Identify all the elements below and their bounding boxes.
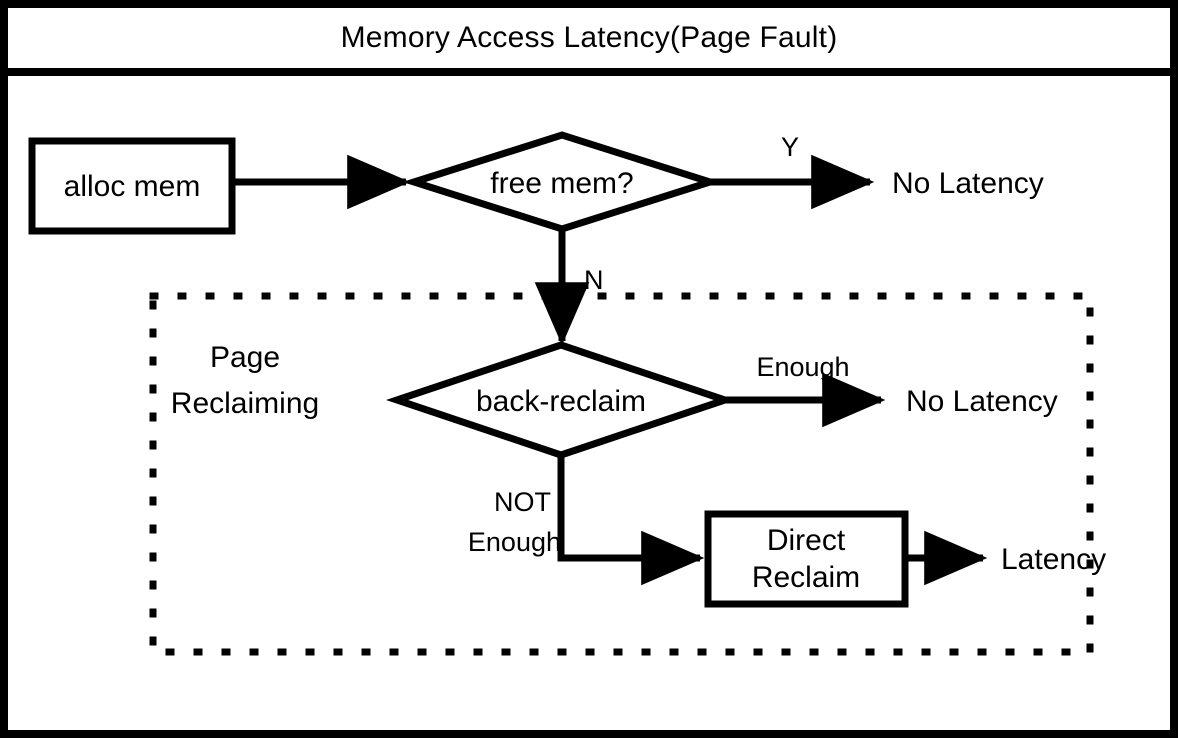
node-alloc-mem-box[interactable] xyxy=(28,137,236,235)
page-reclaiming-group-box xyxy=(149,292,1094,656)
edge-label-yes: Y xyxy=(781,132,799,162)
flowchart-svg: Page Reclaiming alloc mem free mem? Y No… xyxy=(28,131,1106,656)
node-latency-label: Latency xyxy=(1001,543,1106,576)
group-label-line2: Reclaiming xyxy=(171,387,319,420)
group-label-line1: Page xyxy=(210,341,280,374)
node-direct-reclaim-label-line1: Direct xyxy=(767,524,846,557)
node-no-latency-top-label: No Latency xyxy=(892,167,1044,200)
edge-label-not-enough-line1: NOT xyxy=(494,487,551,517)
diagram-canvas: Page Reclaiming alloc mem free mem? Y No… xyxy=(8,84,1170,730)
node-no-latency-mid-label: No Latency xyxy=(906,385,1058,418)
node-alloc-mem-label: alloc mem xyxy=(64,170,201,203)
node-direct-reclaim-label-line2: Reclaim xyxy=(752,561,860,594)
edge-label-no: N xyxy=(584,265,604,295)
node-free-mem-label: free mem? xyxy=(490,167,633,200)
edge-backreclaim-not-enough xyxy=(557,455,705,586)
edge-label-enough: Enough xyxy=(756,352,849,382)
title-bar: Memory Access Latency(Page Fault) xyxy=(8,8,1170,76)
diagram-title: Memory Access Latency(Page Fault) xyxy=(340,21,838,54)
node-back-reclaim-label: back-reclaim xyxy=(476,385,646,418)
edge-label-not-enough-line2: Enough xyxy=(468,527,561,557)
